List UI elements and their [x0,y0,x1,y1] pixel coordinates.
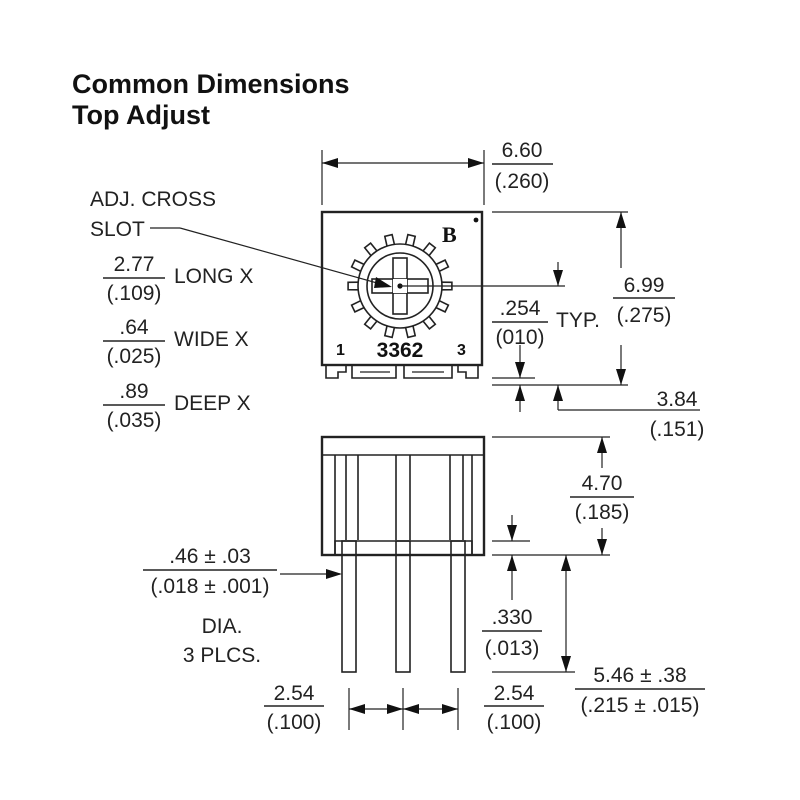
gear-tooth [435,259,450,273]
cross-slot-leader [150,227,392,288]
body-height-mm: 4.70 [582,472,623,495]
gear-tooth [363,315,378,331]
corner-dot [473,217,479,223]
pin-length-label: 5.46 ± .38 (.215 ± .015) [575,664,705,717]
adj-cross-slot-callout: ADJ. CROSS SLOT [90,188,216,241]
pin-length-in: (.215 ± .015) [581,694,700,717]
deep-x-label: DEEP X [174,392,251,415]
long-x-callout: 2.77 (.109) LONG X [103,253,253,305]
wide-x-mm: .64 [119,316,149,339]
pins [341,540,466,673]
pin-label-1: 1 [336,342,345,359]
deep-x-callout: .89 (.035) DEEP X [103,380,251,432]
standoff-suffix: TYP. [556,309,600,332]
pitch-left-mm: 2.54 [274,682,315,705]
adj-cross-slot-line-1: ADJ. CROSS [90,188,216,211]
gear-tooth [435,299,450,313]
pitch-left-label: 2.54 (.100) [264,682,324,734]
width-mm: 6.60 [502,139,543,162]
wide-x-label: WIDE X [174,328,249,351]
title-line-2: Top Adjust [72,100,210,130]
pitch-right-mm: 2.54 [494,682,535,705]
pin-pitch-dimension [348,688,459,730]
gear-tooth [347,281,359,291]
offset-mm: 3.84 [657,388,698,411]
deep-x-in: (.035) [107,409,162,432]
pitch-right-label: 2.54 (.100) [484,682,544,734]
body-height-label: 4.70 (.185) [570,472,634,524]
pin-dia-line-4: 3 PLCS. [183,644,261,667]
pin-length-mm: 5.46 ± .38 [593,664,686,687]
standoff-mm: .254 [500,297,541,320]
pin-diameter-callout: .46 ± .03 (.018 ± .001) DIA. 3 PLCS. [143,545,277,667]
side-view-body [320,435,486,557]
pin-label-3: 3 [457,342,466,359]
body-height-dimension [492,436,610,556]
seat-label: .330 (.013) [482,606,542,660]
seat-mm: .330 [492,606,533,629]
wide-x-in: (.025) [107,345,162,368]
part-number: 3362 [377,339,424,362]
gear-tooth [350,259,365,273]
offset-in: (.151) [650,418,705,441]
pin-dia-in: (.018 ± .001) [151,575,270,598]
gear-tooth [404,325,417,339]
seat-in: (.013) [485,637,540,660]
pin-dia-mm: .46 ± .03 [169,545,251,568]
pitch-right-in: (.100) [487,711,542,734]
gear-tooth [350,299,365,313]
title-line-1: Common Dimensions [72,69,350,99]
gear-tooth [404,233,417,247]
pitch-left-in: (.100) [267,711,322,734]
gear-tooth [383,233,396,247]
standoff-label: .254 (010) TYP. [492,297,600,349]
gear-tooth [383,325,396,339]
deep-x-mm: .89 [119,380,148,403]
standoff-dimension [492,345,535,412]
height-in: (.275) [617,304,672,327]
width-dimension [321,150,485,205]
top-view: B 3362 1 3 [320,210,484,379]
seat-dimension [492,515,530,600]
standoff-feet [325,365,479,379]
width-label: 6.60 (.260) [492,139,553,193]
body-ribs [322,454,484,555]
long-x-in: (.109) [107,282,162,305]
gear-tooth [422,315,437,331]
width-in: (.260) [495,170,550,193]
standoff-in: (010) [495,326,544,349]
side-view [320,435,486,673]
top-view-body [320,210,484,367]
pin-diameter-leader [280,569,342,579]
gear-tooth [363,241,378,257]
gear-tooth [422,241,437,257]
offset-dimension [400,262,700,411]
wide-x-callout: .64 (.025) WIDE X [103,316,249,368]
body-height-in: (.185) [575,501,630,524]
long-x-label: LONG X [174,265,253,288]
offset-label: 3.84 (.151) [650,388,705,441]
manufacturer-logo: B [442,222,457,247]
cross-slot [371,257,429,315]
height-label: 6.99 (.275) [613,274,675,327]
pin-length-dimension [492,555,575,673]
long-x-mm: 2.77 [114,253,155,276]
height-mm: 6.99 [624,274,665,297]
pin-dia-line-3: DIA. [202,615,243,638]
adj-cross-slot-line-2: SLOT [90,218,145,241]
height-dimension [492,211,628,386]
